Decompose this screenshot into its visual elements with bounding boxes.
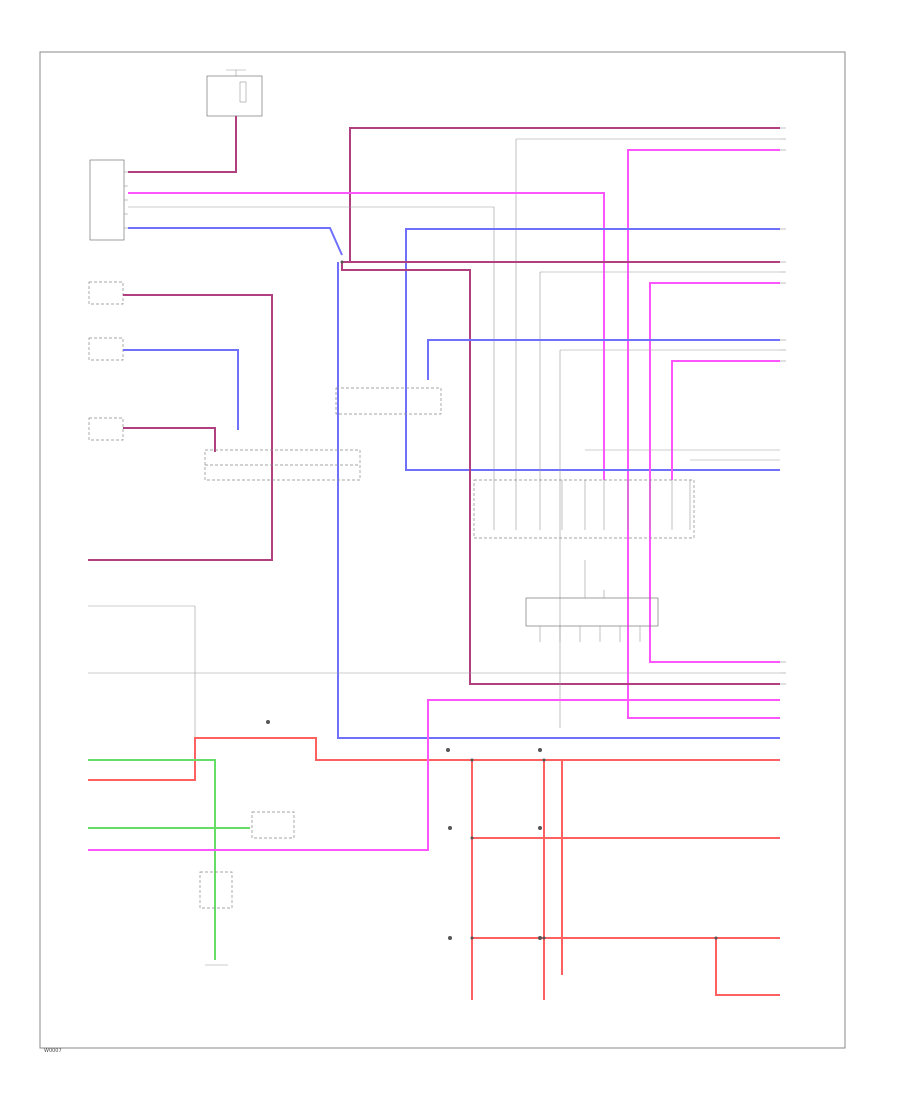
wire-pink-bottom bbox=[88, 699, 780, 851]
wire-magenta-switch-1 bbox=[88, 294, 273, 561]
wire-thin-mid bbox=[539, 271, 780, 480]
page-code: W0007 bbox=[44, 1048, 62, 1054]
junction-connector-2 bbox=[335, 387, 442, 415]
wire-pink-top-2 bbox=[627, 149, 780, 719]
wire-fuse-down bbox=[128, 116, 237, 173]
fuse-component-top bbox=[206, 69, 263, 117]
wire-green-1 bbox=[88, 759, 216, 960]
wire-blue-long bbox=[337, 262, 780, 739]
left-pin-column bbox=[88, 605, 780, 740]
sensor-box bbox=[199, 871, 233, 909]
left-connector-block bbox=[89, 159, 128, 241]
wire-magenta-switch-3 bbox=[123, 427, 216, 452]
multi-pin-connector bbox=[473, 479, 695, 539]
wire-blue-right-3 bbox=[427, 339, 780, 380]
wire-blue-switch-2 bbox=[123, 349, 239, 430]
wire-blue-left-3 bbox=[128, 227, 343, 256]
right-pin-ticks bbox=[780, 127, 786, 685]
wire-magenta-top-bus bbox=[349, 127, 780, 262]
switch-box-1 bbox=[88, 281, 124, 305]
wire-magenta-long bbox=[341, 262, 780, 685]
lower-connector bbox=[525, 560, 659, 642]
relay-box bbox=[251, 811, 295, 839]
wire-thin-left-2 bbox=[128, 206, 495, 480]
wire-pink-right-3 bbox=[671, 360, 780, 480]
wire-blue-right-2 bbox=[405, 228, 780, 471]
switch-box-3 bbox=[88, 417, 124, 441]
wire-pink-mid bbox=[649, 282, 780, 663]
diagram-frame bbox=[39, 51, 846, 1049]
wire-pink-left-1 bbox=[128, 192, 605, 480]
switch-box-2 bbox=[88, 337, 124, 361]
wire-red-branch-3 bbox=[715, 938, 780, 996]
wire-red-bus-left bbox=[88, 737, 780, 781]
